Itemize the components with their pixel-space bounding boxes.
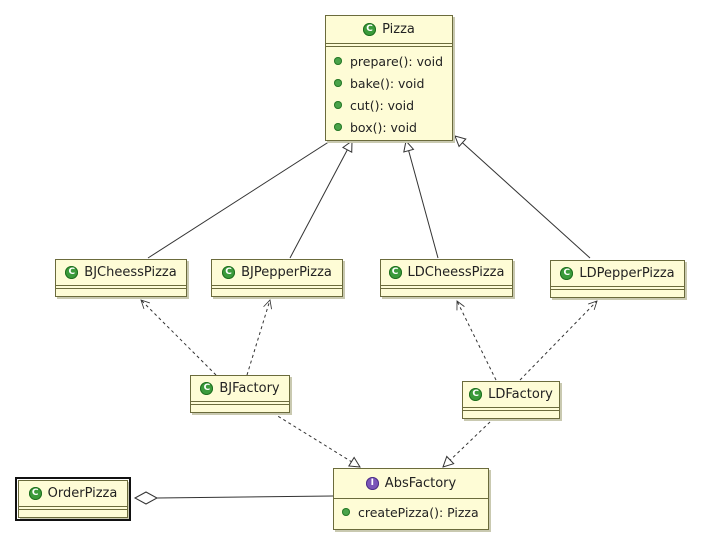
orderpizza-empty-section <box>19 509 127 514</box>
aggregation-line <box>135 495 334 499</box>
class-icon: C <box>560 267 574 280</box>
inherit-line-ldpepper <box>455 136 591 259</box>
method-bake[interactable]: bake(): void <box>334 72 452 94</box>
realize-line-bjfactory <box>267 409 360 467</box>
pizza-class-header: C Pizza <box>326 16 452 44</box>
method-box[interactable]: box(): void <box>334 116 452 138</box>
bjpepperpizza-class-header: C BJPepperPizza <box>212 260 342 286</box>
orderpizza-class-header: C OrderPizza <box>19 481 127 507</box>
ldfactory-class-name: LDFactory <box>488 387 553 402</box>
aggregation-diamond <box>133 491 159 505</box>
bjcheesspizza-empty-section <box>56 288 186 293</box>
absfactory-interface[interactable]: I AbsFactory createPizza(): Pizza <box>333 468 489 530</box>
orderpizza-class-name: OrderPizza <box>47 486 118 501</box>
inherit-line-bjcheess <box>147 127 352 259</box>
method-prepare[interactable]: prepare(): void <box>334 50 452 72</box>
absfactory-methods: createPizza(): Pizza <box>334 499 488 526</box>
depend-line-bjfactory-bjpepper <box>246 300 270 376</box>
ldfactory-class[interactable]: C LDFactory <box>462 381 560 419</box>
public-method-icon <box>342 508 350 516</box>
class-icon: C <box>200 382 214 395</box>
interface-icon: I <box>365 477 379 490</box>
ldfactory-empty-section <box>463 410 559 415</box>
ldcheesspizza-class-name: LDCheessPizza <box>407 265 505 280</box>
class-icon: C <box>222 266 236 279</box>
ldcheesspizza-empty-section <box>381 288 512 293</box>
bjcheesspizza-class-header: C BJCheessPizza <box>56 260 186 286</box>
ldcheesspizza-class-header: C LDCheessPizza <box>381 260 512 286</box>
class-icon: C <box>469 388 483 401</box>
ldpepperpizza-empty-section <box>551 289 684 294</box>
realize-line-ldfactory <box>443 421 491 467</box>
ldcheesspizza-class[interactable]: C LDCheessPizza <box>380 259 513 297</box>
ldpepperpizza-class-header: C LDPepperPizza <box>551 261 684 287</box>
bjfactory-class-header: C BJFactory <box>191 376 289 402</box>
bjfactory-class[interactable]: C BJFactory <box>190 375 290 413</box>
bjcheesspizza-class-name: BJCheessPizza <box>84 265 177 280</box>
class-icon: C <box>363 23 377 36</box>
method-cut[interactable]: cut(): void <box>334 94 452 116</box>
class-icon: C <box>65 266 79 279</box>
bjpepperpizza-empty-section <box>212 288 342 293</box>
pizza-methods: prepare(): void bake(): void cut(): void… <box>326 47 452 141</box>
bjfactory-empty-section <box>191 404 289 409</box>
pizza-class[interactable]: C Pizza prepare(): void bake(): void cut… <box>325 15 453 141</box>
public-method-icon <box>334 101 342 109</box>
bjpepperpizza-class[interactable]: C BJPepperPizza <box>211 259 343 297</box>
depend-line-ldfactory-ldpepper <box>519 301 597 381</box>
method-createpizza[interactable]: createPizza(): Pizza <box>342 501 488 523</box>
bjpepperpizza-class-name: BJPepperPizza <box>241 265 332 280</box>
pizza-class-name: Pizza <box>382 22 415 37</box>
depend-line-ldfactory-ldcheess <box>457 301 497 381</box>
public-method-icon <box>334 79 342 87</box>
ldpepperpizza-class-name: LDPepperPizza <box>579 266 675 281</box>
ldpepperpizza-class[interactable]: C LDPepperPizza <box>550 260 685 298</box>
ldfactory-class-header: C LDFactory <box>463 382 559 408</box>
orderpizza-class[interactable]: C OrderPizza <box>15 477 131 521</box>
class-icon: C <box>388 266 402 279</box>
pizza-attributes-section <box>326 44 452 47</box>
depend-line-bjfactory-bjcheess <box>141 300 217 376</box>
bjfactory-class-name: BJFactory <box>219 381 280 396</box>
inherit-line-bjpepper <box>289 141 352 259</box>
absfactory-interface-header: I AbsFactory <box>334 469 488 499</box>
absfactory-interface-name: AbsFactory <box>384 476 457 491</box>
bjcheesspizza-class[interactable]: C BJCheessPizza <box>55 259 187 297</box>
class-icon: C <box>28 487 42 500</box>
inherit-line-ldcheess <box>406 141 439 259</box>
public-method-icon <box>334 123 342 131</box>
public-method-icon <box>334 57 342 65</box>
